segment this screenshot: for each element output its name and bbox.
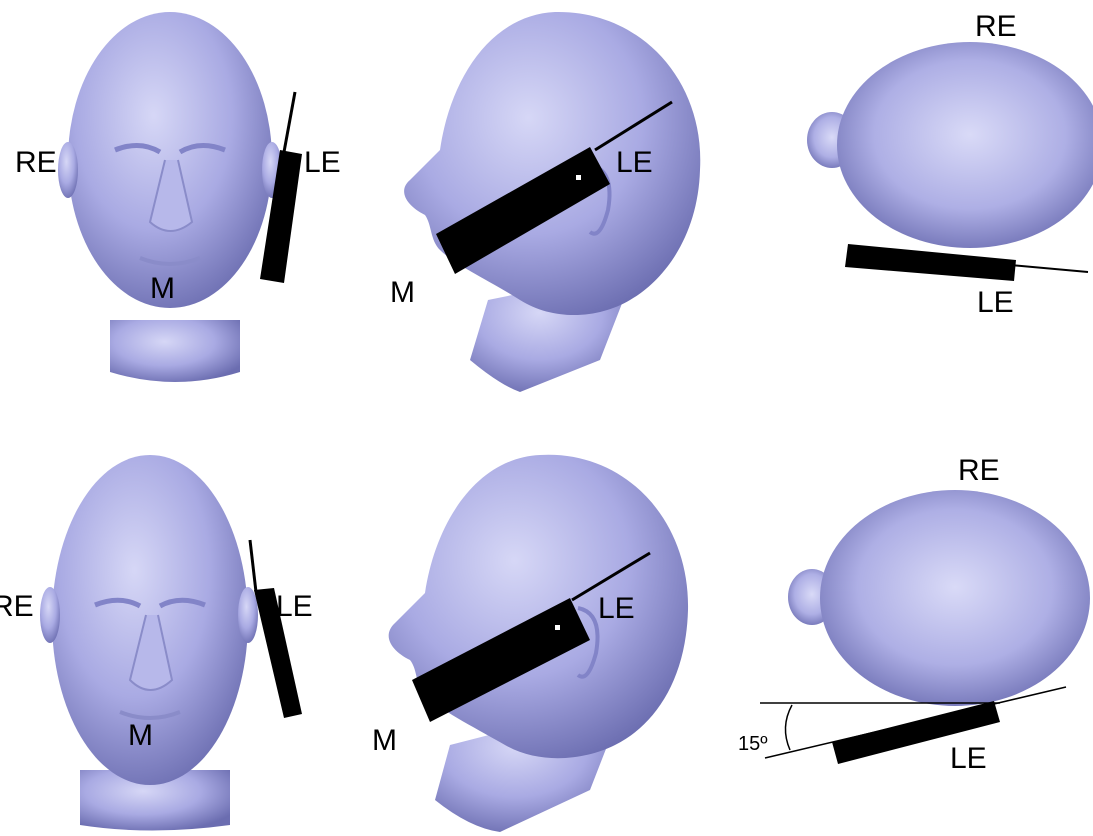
label-re: RE: [15, 146, 57, 179]
label-le: LE: [304, 146, 341, 179]
front-view-head-row2: [40, 455, 258, 831]
label-le: LE: [276, 590, 313, 623]
label-m: M: [128, 719, 153, 752]
label-re: RE: [958, 454, 1000, 487]
label-le: LE: [977, 286, 1014, 319]
label-m: M: [150, 272, 175, 305]
phone-row1-top: [845, 244, 1088, 281]
label-re: RE: [975, 10, 1017, 43]
label-le: LE: [616, 146, 653, 179]
top-view-head-row1: [807, 42, 1093, 248]
label-m: M: [372, 724, 397, 757]
top-view-head-row2: [788, 490, 1090, 706]
phone-row2-front: [250, 540, 302, 718]
label-m: M: [390, 276, 415, 309]
front-view-head-row1: [58, 12, 282, 382]
label-le: LE: [598, 592, 635, 625]
label-re: RE: [0, 590, 34, 623]
angle-label: 15º: [738, 733, 768, 755]
label-le: LE: [950, 742, 987, 775]
